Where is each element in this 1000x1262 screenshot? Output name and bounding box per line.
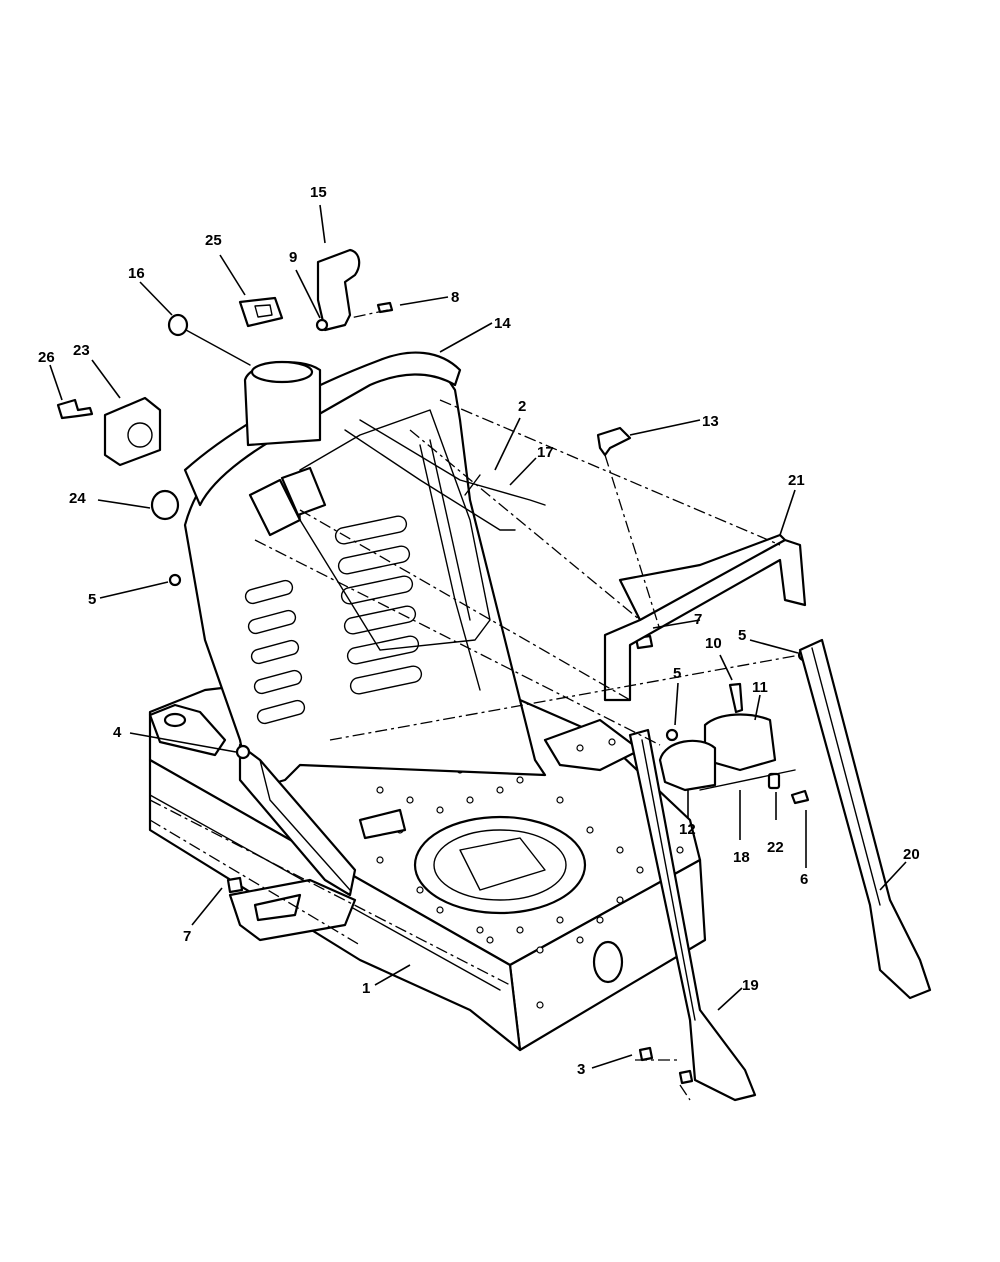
callout-13: 13 — [702, 413, 719, 430]
bracket-part-11 — [703, 713, 777, 772]
dashboard-part-14 — [183, 351, 642, 942]
callout-7-upper: 7 — [694, 611, 702, 628]
callout-22: 22 — [767, 839, 784, 856]
callout-5-left: 5 — [88, 591, 96, 608]
pin-part-10 — [728, 682, 744, 714]
nut-part-5-center — [665, 728, 679, 742]
callout-21: 21 — [788, 472, 805, 489]
callout-19: 19 — [742, 977, 759, 994]
rail-part-19 — [628, 728, 757, 1102]
washer-part-22 — [767, 772, 781, 790]
nut-part-9 — [315, 318, 329, 332]
callout-5-right: 5 — [738, 627, 746, 644]
plug-part-24 — [150, 489, 180, 521]
callout-5-center: 5 — [673, 665, 681, 682]
callout-2: 2 — [518, 398, 526, 415]
screw-part-8 — [376, 301, 394, 314]
bolt-part-6 — [790, 789, 810, 805]
dashboard-vents-right — [334, 515, 423, 695]
dashboard-vents-left — [244, 579, 306, 725]
callout-7-lower: 7 — [183, 928, 191, 945]
lever-cover-part-15 — [316, 248, 361, 332]
callout-25: 25 — [205, 232, 222, 249]
cables — [344, 419, 546, 691]
shaft-part-18 — [699, 769, 796, 791]
callout-4: 4 — [113, 724, 122, 741]
bracket-part-12 — [658, 739, 717, 792]
callout-23: 23 — [73, 342, 90, 359]
callouts: 1 2 3 4 5 5 5 6 7 7 8 9 10 11 12 13 14 1… — [38, 184, 920, 1078]
callout-6: 6 — [800, 871, 808, 888]
callout-11: 11 — [752, 679, 768, 696]
nut-part-5-left — [168, 573, 182, 587]
ignition-switch-part-23 — [103, 396, 162, 467]
clip-part-13 — [596, 426, 632, 457]
nut-part-4 — [235, 744, 251, 760]
callout-16: 16 — [128, 265, 145, 282]
leader-lines — [49, 204, 907, 1069]
bracket-part-21 — [603, 533, 807, 702]
choke-part-16 — [167, 313, 251, 366]
assembly-lines — [149, 309, 801, 1101]
callout-14: 14 — [494, 315, 511, 332]
switch-part-25 — [238, 296, 284, 328]
callout-15: 15 — [310, 184, 327, 201]
callout-24: 24 — [69, 490, 86, 507]
key-part-26 — [56, 398, 94, 420]
callout-3: 3 — [577, 1061, 585, 1078]
callout-20: 20 — [903, 846, 920, 863]
callout-9: 9 — [289, 249, 297, 266]
callout-10: 10 — [705, 635, 722, 652]
callout-8: 8 — [451, 289, 459, 306]
rail-part-20 — [798, 638, 932, 1000]
callout-12: 12 — [679, 821, 696, 838]
bolt-part-3 — [638, 1046, 654, 1062]
callout-1: 1 — [362, 980, 370, 997]
callout-18: 18 — [733, 849, 750, 866]
bolt-part-7-lower — [226, 876, 244, 894]
callout-17: 17 — [537, 444, 554, 461]
callout-26: 26 — [38, 349, 55, 366]
